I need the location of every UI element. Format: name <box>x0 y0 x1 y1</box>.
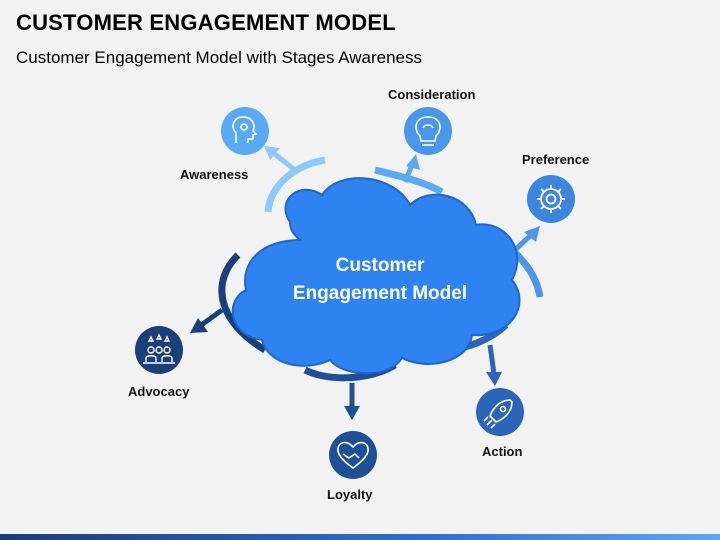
gear-icon <box>537 185 565 213</box>
stage-label-loyalty: Loyalty <box>327 487 373 502</box>
page-title: CUSTOMER ENGAGEMENT MODEL <box>16 10 396 35</box>
advocacy-arc <box>218 252 267 354</box>
people-stars-icon <box>143 333 175 364</box>
lightbulb-brain-icon <box>415 116 441 146</box>
awareness-arc <box>264 156 326 213</box>
advocacy-node <box>135 326 183 374</box>
stage-arrows <box>190 146 540 420</box>
heart-handshake-icon <box>337 441 369 469</box>
cloud-title: Customer Engagement Model <box>250 252 510 308</box>
head-brain-icon <box>232 116 258 143</box>
stage-label-advocacy: Advocacy <box>128 384 190 399</box>
stage-label-consideration: Consideration <box>388 87 476 102</box>
cloud-title-line2: Engagement Model <box>292 283 468 304</box>
consideration-node <box>404 107 452 155</box>
center-cloud <box>231 177 521 375</box>
preference-node <box>527 175 575 223</box>
loyalty-node <box>329 431 377 479</box>
stage-label-preference: Preference <box>522 152 590 167</box>
footer-gradient-bar <box>0 534 720 540</box>
rocket-icon <box>483 399 513 429</box>
stage-label-awareness: Awareness <box>180 167 249 182</box>
stage-label-action: Action <box>482 444 523 459</box>
cloud-title-line1: Customer <box>335 255 425 276</box>
action-node <box>476 388 524 436</box>
awareness-node <box>221 107 269 155</box>
page-subtitle: Customer Engagement Model with Stages Aw… <box>16 48 423 67</box>
